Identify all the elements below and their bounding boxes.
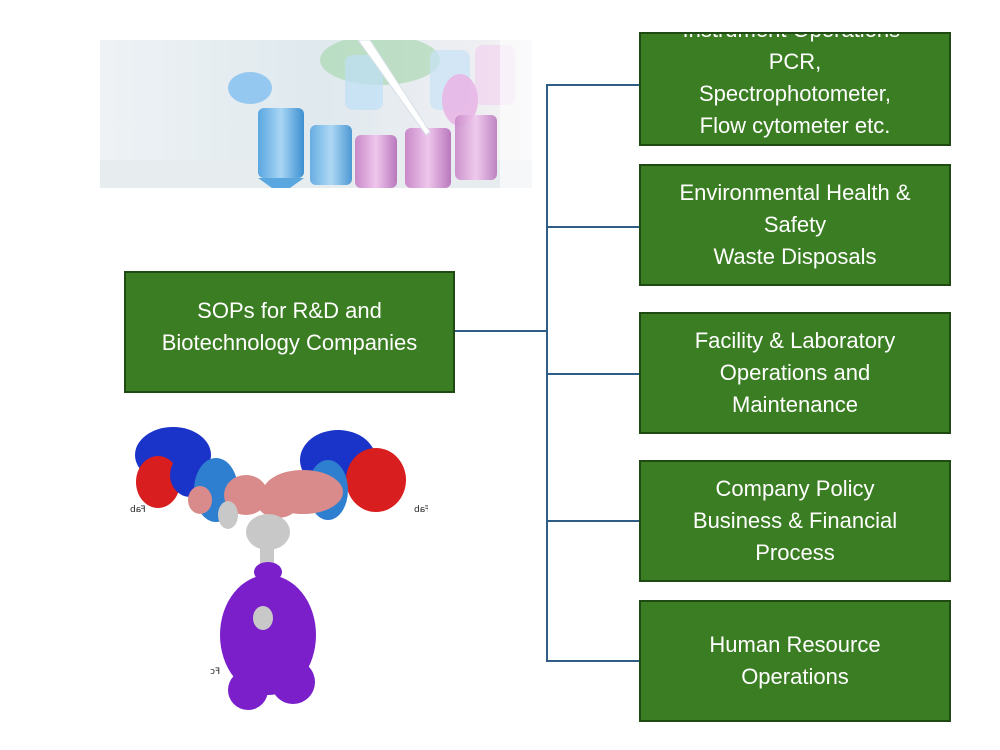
branch-instrument-operations: Instrument Operations- PCR, Spectrophoto… [639, 32, 951, 146]
connector-branch-2 [546, 226, 641, 228]
branch-environmental-health-safety: Environmental Health & Safety Waste Disp… [639, 164, 951, 286]
connector-branch-4 [546, 520, 641, 522]
connector-center [455, 330, 547, 332]
fab-left-label: Fab [130, 505, 146, 515]
connector-branch-3 [546, 373, 641, 375]
lab-tubes-photo [100, 40, 532, 188]
fc-label: Fc [210, 667, 220, 677]
connector-branch-1 [546, 84, 641, 86]
branch-human-resource: Human Resource Operations [639, 600, 951, 722]
lab-tubes-photo-icon [100, 40, 532, 188]
antibody-structure-icon: Fab Fab Fc [130, 427, 430, 710]
branch-facility-laboratory: Facility & Laboratory Operations and Mai… [639, 312, 951, 434]
fab-right-label: Fab [414, 505, 428, 515]
antibody-structure: Fab Fab Fc [128, 420, 430, 720]
center-box: SOPs for R&D and Biotechnology Companies [124, 271, 455, 393]
branch-company-policy: Company Policy Business & Financial Proc… [639, 460, 951, 582]
connector-branch-5 [546, 660, 641, 662]
